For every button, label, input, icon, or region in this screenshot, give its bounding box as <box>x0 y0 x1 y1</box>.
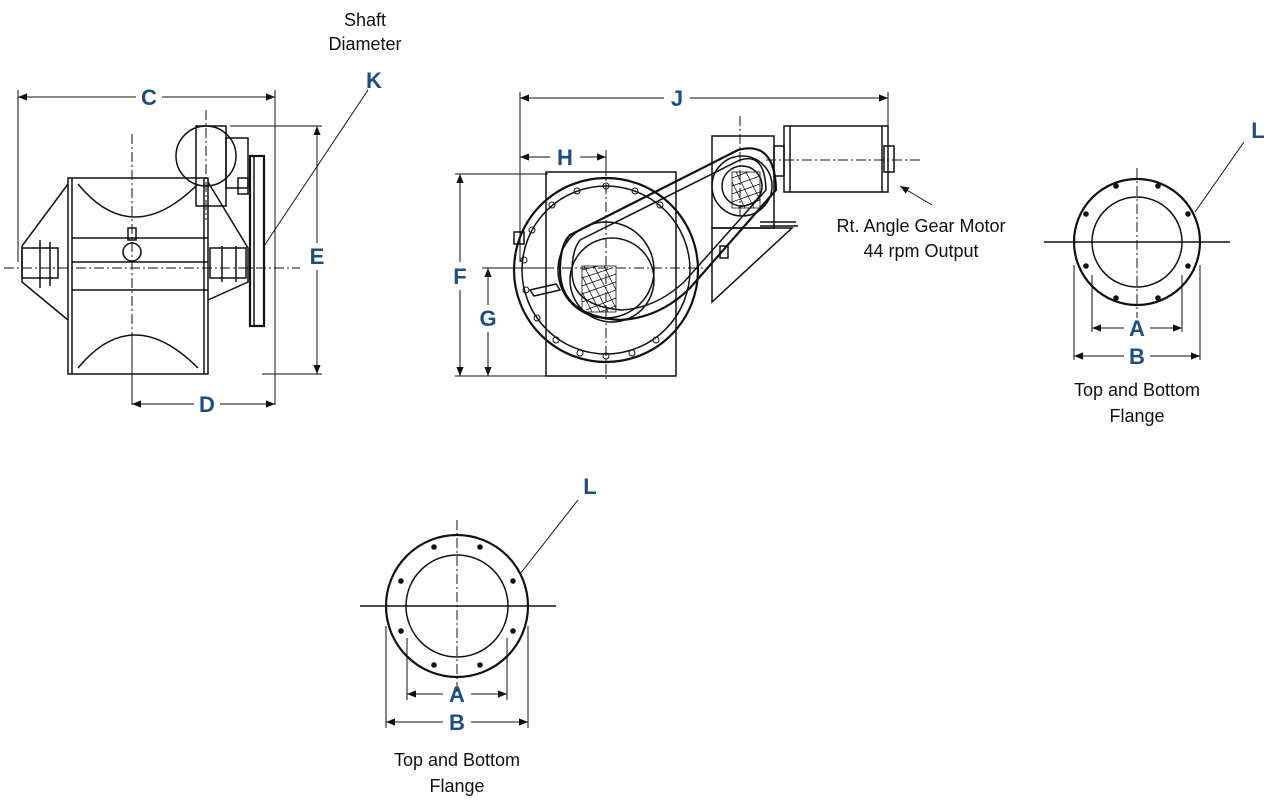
label-a-bottom: A <box>449 682 465 707</box>
label-j: J <box>671 86 683 111</box>
shaft-diameter-line1: Shaft <box>344 10 386 30</box>
label-d: D <box>199 392 215 417</box>
shaft-diameter-line2: Diameter <box>328 34 401 54</box>
label-b-bottom: B <box>449 710 465 735</box>
label-l-right: L <box>1251 118 1264 143</box>
label-a-right: A <box>1129 316 1145 341</box>
notes: Shaft Diameter Rt. Angle Gear Motor 44 r… <box>328 10 1200 796</box>
flange-view-right <box>1044 141 1245 360</box>
dimension-labels: C D E K J H F G L A B L A B <box>141 68 1265 735</box>
flange-view-bottom <box>360 499 579 728</box>
flange-caption-bottom-line1: Top and Bottom <box>394 750 520 770</box>
label-k: K <box>366 68 382 93</box>
label-f: F <box>453 264 466 289</box>
motor-note-line1: Rt. Angle Gear Motor <box>836 216 1005 236</box>
flange-caption-right-line1: Top and Bottom <box>1074 380 1200 400</box>
label-g: G <box>479 306 496 331</box>
label-c: C <box>141 85 157 110</box>
motor-note-line2: 44 rpm Output <box>863 241 978 261</box>
hatch-small <box>731 171 761 209</box>
flange-caption-bottom-line2: Flange <box>429 776 484 796</box>
front-view <box>455 92 933 380</box>
side-view <box>4 89 369 408</box>
label-e: E <box>310 244 325 269</box>
flange-caption-right-line2: Flange <box>1109 406 1164 426</box>
label-l-bottom: L <box>583 474 596 499</box>
label-h: H <box>557 145 573 170</box>
label-b-right: B <box>1129 344 1145 369</box>
hatch-large <box>581 265 617 313</box>
